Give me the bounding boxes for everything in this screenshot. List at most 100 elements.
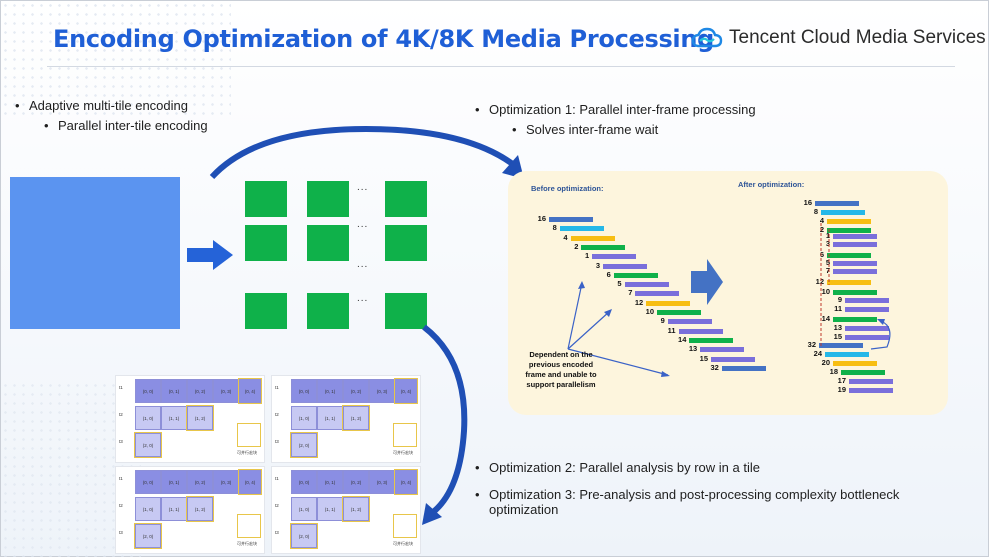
frame-label: 18 [829, 367, 838, 376]
frame-label: 2 [819, 225, 824, 234]
row-thread-label: t1 [119, 476, 123, 481]
frame-label: 11 [667, 325, 676, 335]
tile-block [245, 225, 287, 261]
macroblock-cell: (0, 4) [238, 378, 262, 404]
row-thread-label: t3 [119, 530, 123, 535]
macroblock-cell: (0, 2) [343, 470, 369, 494]
row-thread-label: t2 [119, 503, 123, 508]
frame-bar [624, 282, 669, 288]
frame-bar [845, 335, 889, 340]
frame-bar [833, 234, 877, 239]
frame-label: 16 [803, 198, 812, 207]
macroblock-cell: (1, 0) [135, 406, 161, 430]
legend-label: 可并行宏块 [237, 450, 257, 455]
macroblock-cell: (1, 1) [161, 497, 187, 521]
frame-bar [845, 307, 889, 312]
frame-label: 6 [606, 269, 611, 279]
macroblock-cell: (1, 2) [186, 496, 214, 522]
row-thread-label: t1 [119, 385, 123, 390]
frame-bar [700, 347, 745, 353]
frame-bar [815, 201, 859, 206]
macroblock-cell: (0, 4) [394, 378, 418, 404]
parallel-block-legend [237, 514, 261, 538]
frame-bar [603, 263, 647, 269]
frame-bar [833, 242, 877, 247]
macroblock-cell: (0, 2) [343, 379, 369, 403]
frame-bar [549, 217, 593, 222]
macroblock-cell: (1, 1) [317, 406, 343, 430]
frame-label: 11 [834, 304, 842, 313]
frame-bar [827, 253, 871, 258]
cloud-icon [691, 27, 723, 48]
macroblock-cell: (2, 0) [134, 523, 162, 549]
brand-logo: Tencent Cloud Media Services [691, 27, 986, 49]
brand-name: Tencent Cloud Media Services [729, 27, 986, 48]
right-arrow-icon [691, 259, 723, 305]
tile-block [245, 293, 287, 329]
dependency-dashed-lines [820, 223, 891, 350]
title-divider [47, 66, 955, 67]
tile-block [307, 181, 349, 217]
frame-label: 7 [628, 288, 633, 298]
ellipsis: ... [357, 259, 369, 270]
tile-block [385, 225, 427, 261]
macroblock-cell: (0, 4) [394, 469, 418, 495]
legend-label: 可并行宏块 [393, 541, 413, 546]
macroblock-cell: (0, 0) [291, 379, 317, 403]
frame-bar [833, 269, 877, 274]
bullet-parallel-inter-tile: Parallel inter-tile encoding [44, 118, 208, 133]
macroblock-cell: (0, 2) [187, 470, 213, 494]
macroblock-cell: (1, 0) [291, 497, 317, 521]
frame-label: 9 [660, 316, 665, 326]
frame-bar [559, 226, 604, 232]
bullet-optimization-1: Optimization 1: Parallel inter-frame pro… [475, 102, 756, 117]
frame-label: 13 [833, 323, 842, 332]
frame-label: 7 [825, 266, 830, 275]
macroblock-cell: (2, 0) [290, 523, 318, 549]
macroblock-cell: (0, 3) [369, 379, 395, 403]
curved-arrow-icon [209, 125, 524, 180]
frame-bar [635, 291, 680, 297]
bullet-adaptive-multi-tile: Adaptive multi-tile encoding [15, 98, 188, 113]
frame-label: 3 [595, 260, 600, 270]
macroblock-cell: (0, 2) [187, 379, 213, 403]
after-optimization-label: After optimization: [738, 180, 805, 189]
frame-bar [581, 244, 626, 250]
row-thread-label: t2 [119, 412, 123, 417]
full-frame-block [10, 177, 180, 329]
macroblock-cell: (1, 0) [135, 497, 161, 521]
frame-bar [678, 328, 723, 334]
frame-label: 8 [813, 207, 818, 216]
frame-label: 8 [552, 223, 557, 233]
row-thread-label: t1 [275, 476, 279, 481]
frame-bar [845, 326, 889, 331]
row-thread-label: t3 [275, 439, 279, 444]
macroblock-cell: (0, 0) [291, 470, 317, 494]
frame-label: 2 [574, 241, 579, 251]
frame-label: 10 [821, 287, 830, 296]
frame-bar [833, 317, 877, 322]
bullet-optimization-3: Optimization 3: Pre-analysis and post-pr… [475, 487, 959, 517]
frame-bar [646, 300, 691, 306]
right-arrow-icon [187, 240, 233, 270]
tile-block [385, 293, 427, 329]
frame-bar [819, 343, 863, 348]
ellipsis: ... [357, 182, 369, 193]
frame-label: 12 [634, 297, 644, 307]
macroblock-cell: (1, 2) [342, 496, 370, 522]
frame-label: 14 [678, 334, 687, 344]
row-thread-label: t3 [275, 530, 279, 535]
frame-bar [570, 235, 615, 241]
frame-bar [849, 388, 893, 393]
frame-bar [827, 280, 871, 285]
parallel-block-legend [237, 423, 261, 447]
frame-bar [833, 361, 877, 366]
macroblock-cell: (2, 0) [290, 432, 318, 458]
frame-label: 13 [688, 344, 698, 354]
row-thread-label: t2 [275, 412, 279, 417]
frame-label: 16 [537, 214, 546, 223]
frame-label: 12 [815, 277, 824, 286]
macroblock-cell: (0, 3) [213, 470, 239, 494]
frame-bar [689, 337, 734, 343]
frame-bar [827, 228, 871, 233]
